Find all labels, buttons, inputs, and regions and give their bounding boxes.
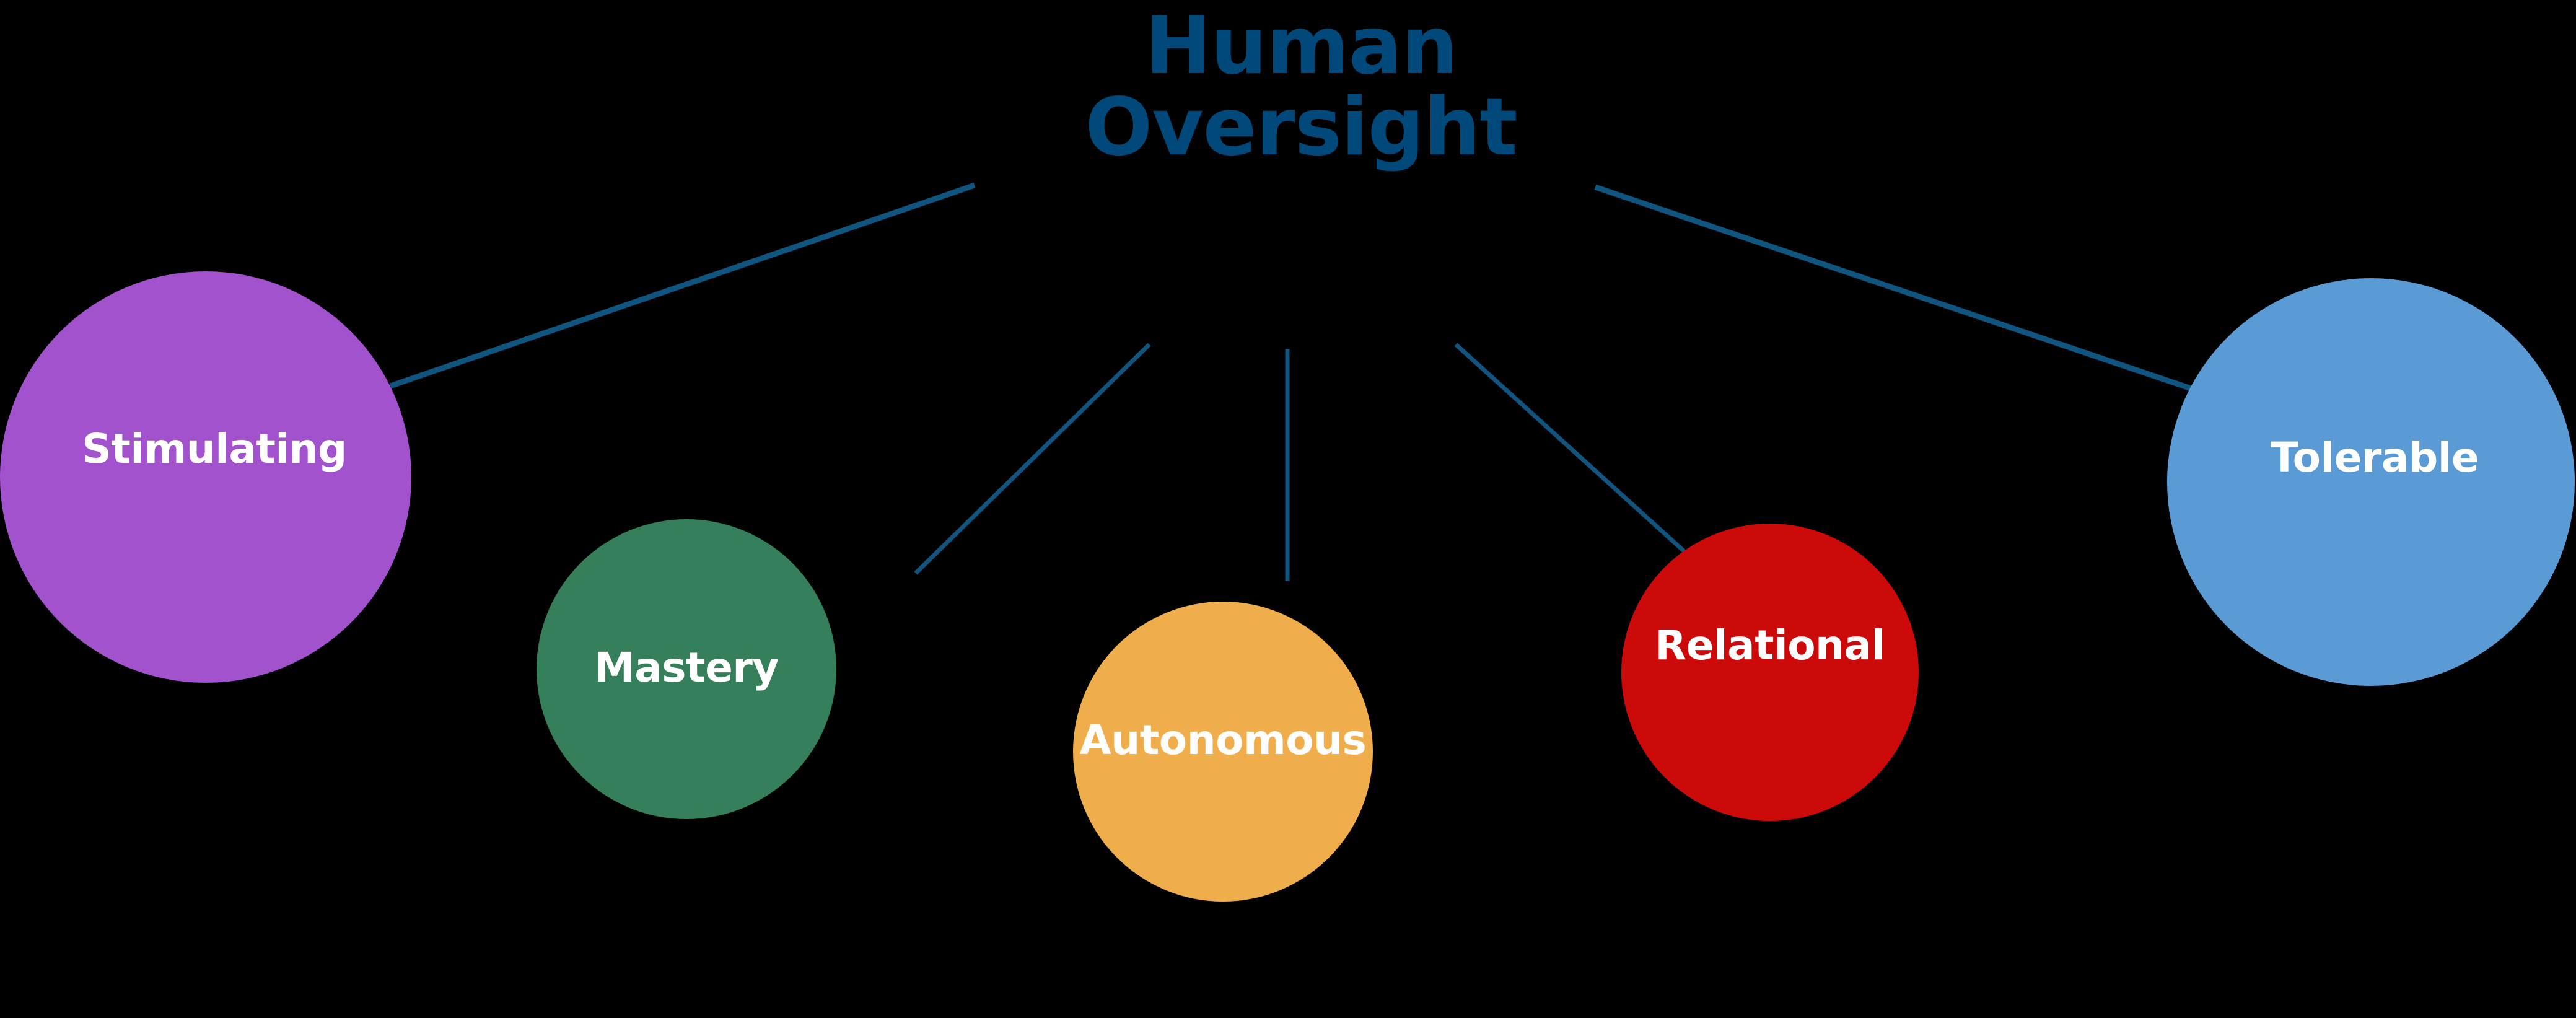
center-node-title: Human Oversight [917, 6, 1685, 168]
connector-center-to-tolerable [1594, 184, 2218, 400]
node-relational[interactable]: Relational [1621, 524, 1919, 821]
node-autonomous-label: Autonomous [1079, 716, 1367, 764]
node-tolerable-label: Tolerable [2270, 434, 2479, 481]
node-mastery-label: Mastery [594, 644, 779, 691]
connector-center-to-relational [1454, 343, 1688, 555]
center-title-line-2: Oversight [1085, 81, 1517, 173]
node-stimulating-label: Stimulating [82, 425, 347, 473]
node-relational-label: Relational [1655, 621, 1885, 669]
center-title-line-1: Human [1144, 0, 1458, 92]
node-tolerable[interactable]: Tolerable [2167, 278, 2575, 686]
connector-center-to-stimulating [389, 182, 976, 389]
node-autonomous[interactable]: Autonomous [1073, 602, 1373, 902]
connector-center-to-mastery [914, 343, 1151, 575]
node-stimulating[interactable]: Stimulating [0, 271, 411, 683]
node-mastery[interactable]: Mastery [537, 519, 836, 819]
